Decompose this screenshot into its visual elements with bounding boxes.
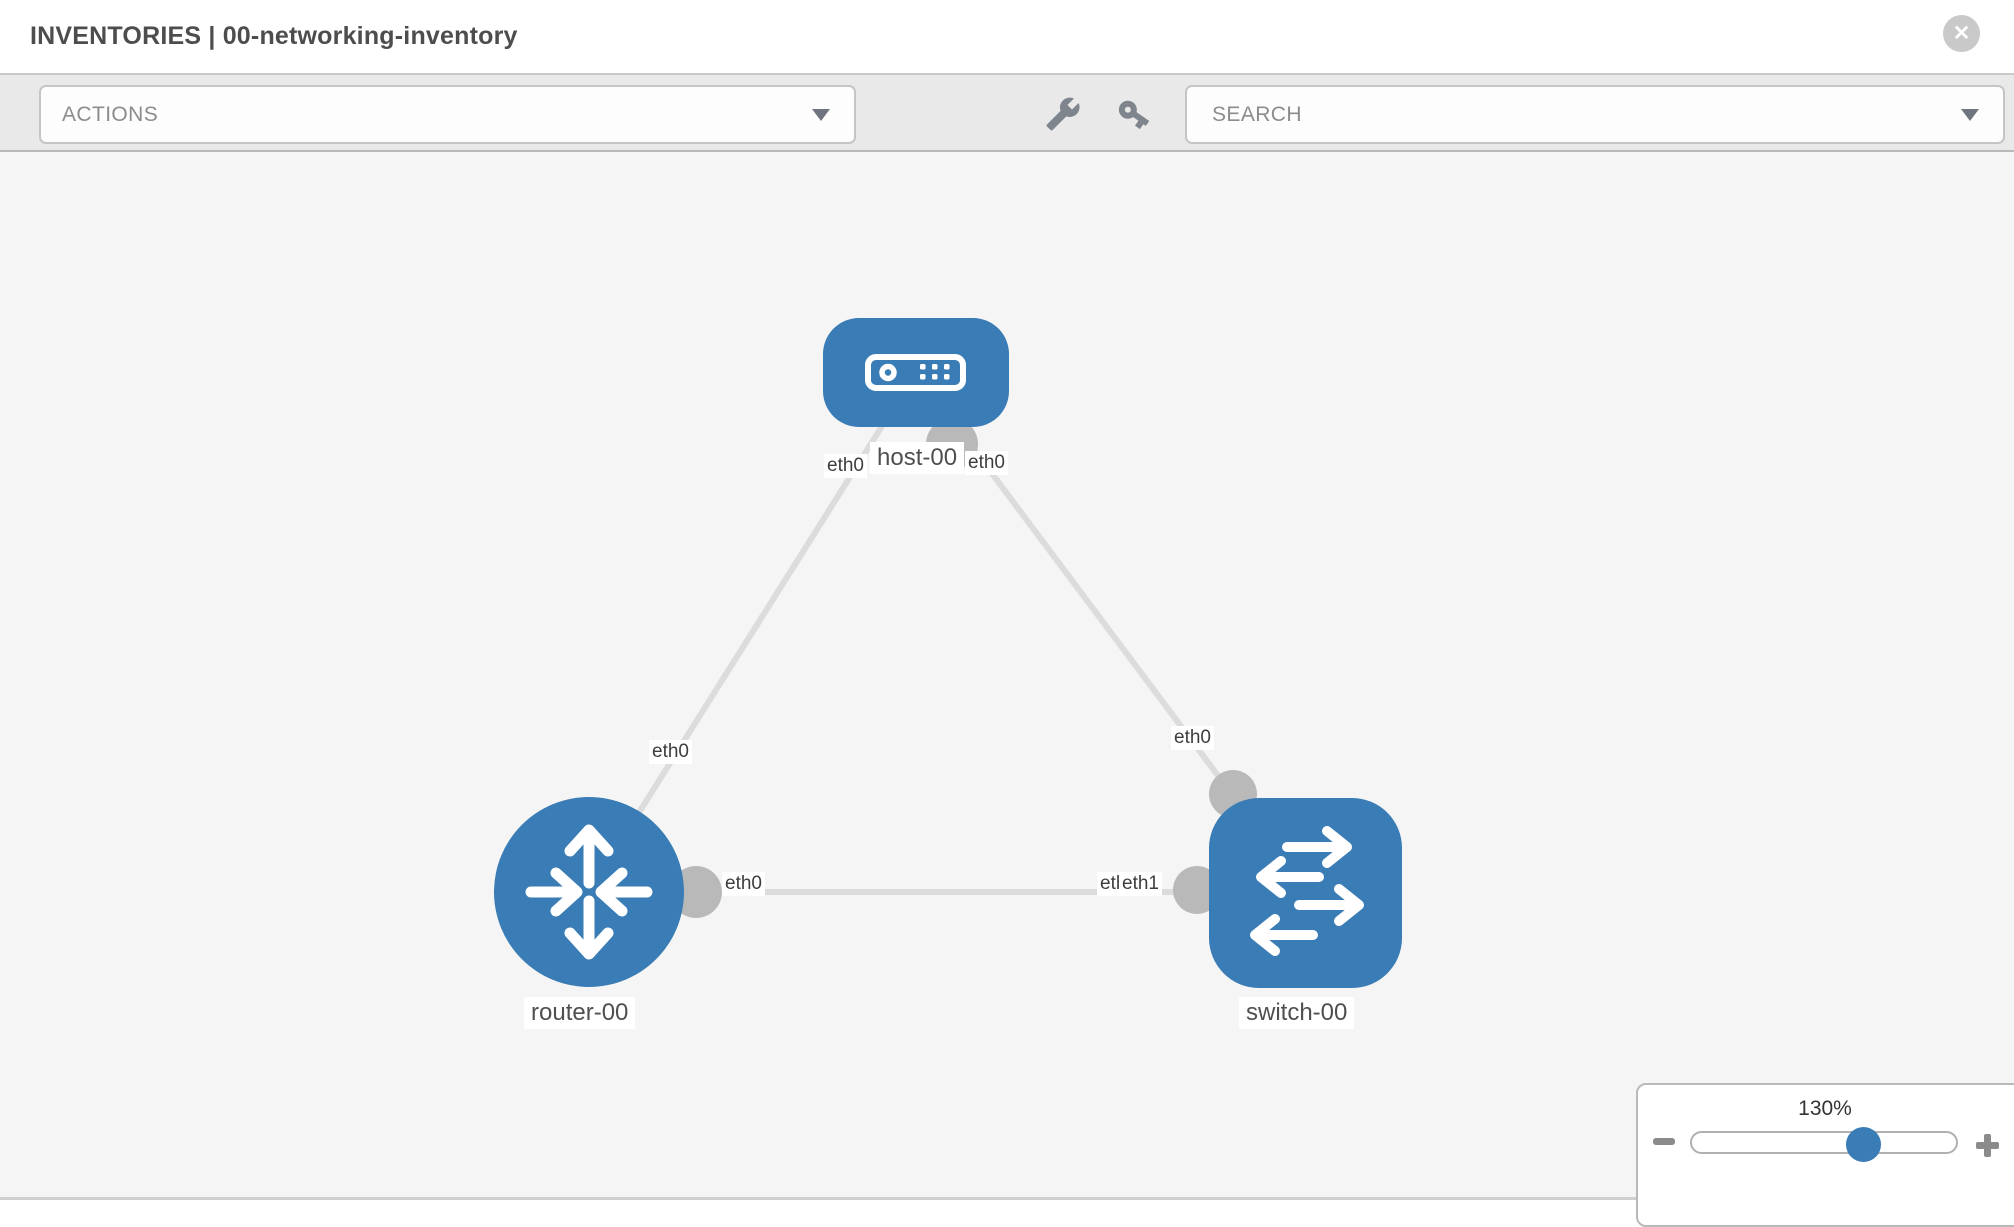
actions-dropdown[interactable]: ACTIONS [39,85,856,144]
iface-label-host-switch-switchside: eth0 [1171,726,1214,750]
node-label-switch: switch-00 [1239,997,1355,1029]
key-icon [1118,100,1150,130]
node-switch[interactable] [1209,798,1402,988]
zoom-level-value: 130% [1798,1097,1852,1120]
canvas-bottom-edge [0,1197,2014,1200]
topology-svg [494,318,1402,988]
node-label-host: host-00 [870,442,965,474]
close-button[interactable]: ✕ [1943,15,1980,52]
iface-label-router-switch-switchside: eth1 [1119,872,1162,896]
zoom-slider-track[interactable] [1690,1131,1958,1154]
iface-label-router-switch-routerside: eth0 [722,872,765,896]
close-icon: ✕ [1952,22,1971,45]
host-icon [865,354,966,391]
zoom-in-button[interactable] [1973,1131,2002,1160]
chevron-down-icon [812,109,830,121]
search-dropdown-label: SEARCH [1212,102,1302,126]
switch-icon [1250,826,1364,956]
key-button[interactable] [1114,94,1154,134]
node-host[interactable] [823,318,1009,427]
actions-dropdown-label: ACTIONS [62,102,159,126]
iface-label-host-switch-hostside: eth0 [965,451,1008,475]
chevron-down-icon [1961,109,1979,121]
toolbar: ACTIONS SEARCH [0,75,2014,152]
iface-label-host-router-routerside: eth0 [649,740,692,764]
node-router[interactable] [494,797,684,987]
router-icon [525,824,653,960]
iface-label-host-router-hostside: eth0 [824,454,867,478]
zoom-slider-handle[interactable] [1846,1127,1881,1162]
wrench-icon [1046,97,1080,131]
header: INVENTORIES | 00-networking-inventory ✕ [0,0,2014,75]
zoom-out-button[interactable] [1653,1138,1675,1145]
topology-canvas[interactable] [0,152,2014,1200]
search-dropdown[interactable]: SEARCH [1185,85,2005,144]
node-label-router: router-00 [524,997,636,1029]
page-title: INVENTORIES | 00-networking-inventory [30,22,518,50]
wrench-button[interactable] [1043,94,1083,134]
zoom-control-panel: 130% [1636,1083,2014,1227]
